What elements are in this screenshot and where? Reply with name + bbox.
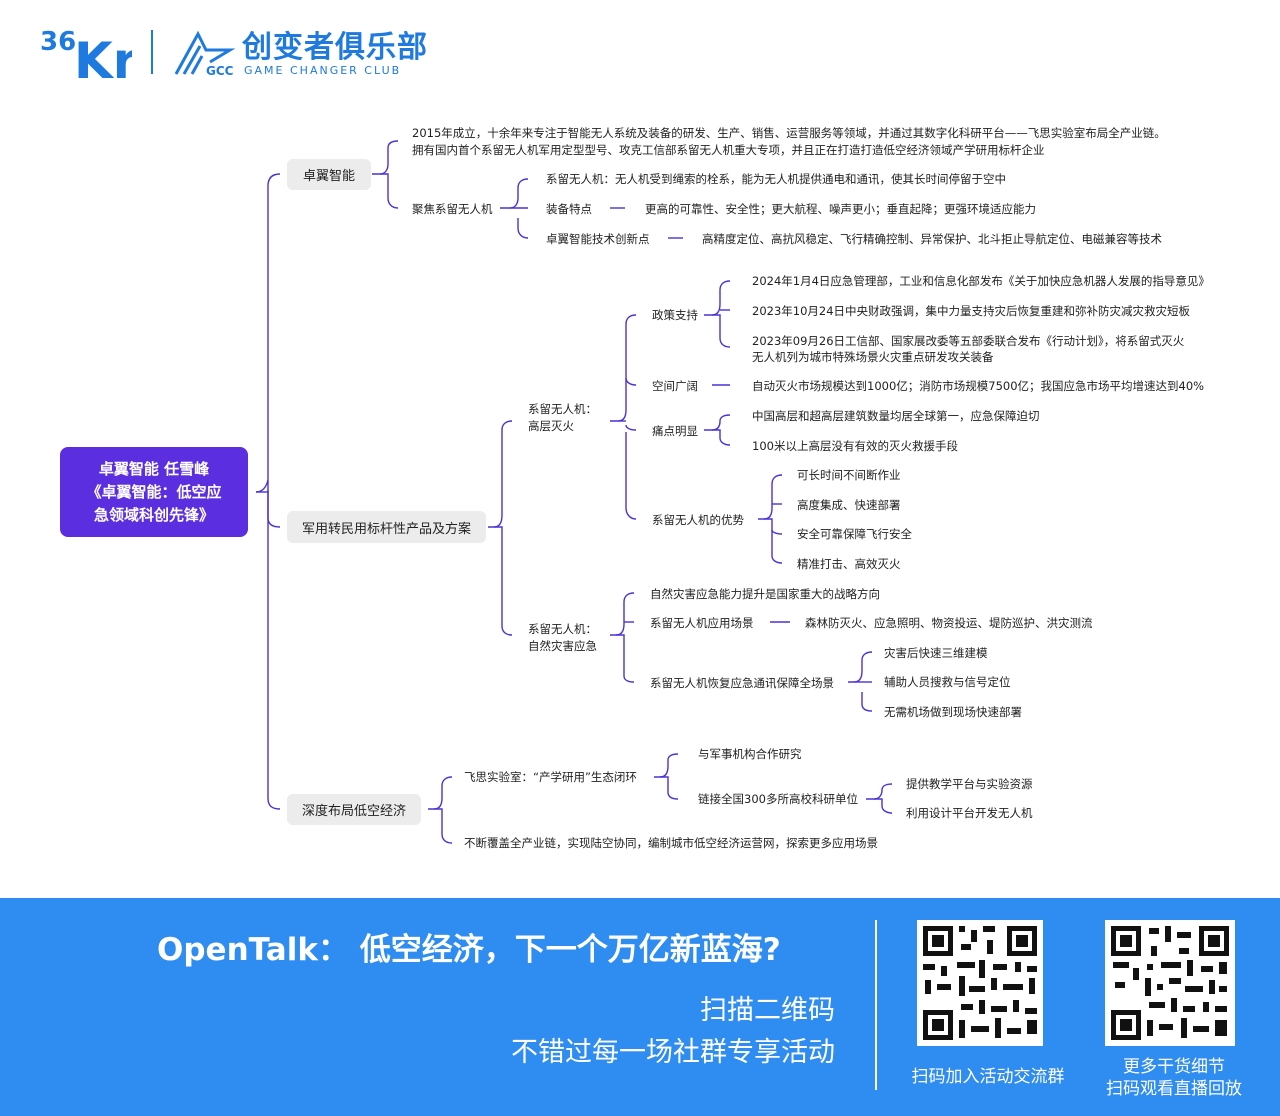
advantage-item-2: 高度集成、快速部署 [797, 498, 901, 512]
club-name-cn: 创变者俱乐部 [242, 30, 428, 65]
policy-node: 政策支持 [652, 308, 698, 322]
footer-divider [875, 920, 877, 1090]
qr1-caption: 扫码加入活动交流群 [911, 1067, 1065, 1087]
gcc-star-logo: GCC [174, 30, 236, 78]
footer-banner [0, 898, 1280, 1116]
feature-value: 更高的可靠性、安全性；更大航程、噪声更小；垂直起降；更强环境适应能力 [645, 202, 1036, 216]
svg-text:36: 36 [40, 27, 76, 57]
advantage-item-3: 安全可靠保障飞行安全 [797, 527, 912, 541]
coverage-node: 不断覆盖全产业链，实现陆空协同，编制城市低空经济运营网，探索更多应用场景 [464, 836, 878, 850]
qr2-caption-line1: 更多干货细节 [1123, 1057, 1225, 1077]
qr2-caption: 更多干货细节 扫码观看直播回放 [1088, 1056, 1260, 1100]
mindmap-connectors [255, 140, 893, 844]
policy-item-2: 2023年10月24日中央财政强调，集中力量支持灾后恢复重建和弥补防灾减灾救灾短… [752, 304, 1191, 318]
feature-label: 装备特点 [546, 202, 592, 216]
advantage-node: 系留无人机的优势 [652, 513, 744, 527]
36kr-logo: 36 Kr [40, 27, 132, 80]
club-name-en: GAME CHANGER CLUB [244, 64, 402, 77]
svg-text:Kr: Kr [74, 32, 132, 80]
disaster-item-1: 自然灾害应急能力提升是国家重大的战略方向 [650, 587, 880, 601]
footer-subtitle-1: 扫描二维码 [700, 995, 835, 1026]
pain-node: 痛点明显 [652, 424, 698, 438]
focus-definition: 系留无人机：无人机受到绳索的栓系，能为无人机提供通电和通讯，使其长时间停留于空中 [546, 172, 1006, 186]
lab-node: 飞思实验室：“产学研用”生态闭环 [464, 770, 637, 784]
restore-node: 系留无人机恢复应急通讯保障全场景 [650, 676, 834, 690]
pain-item-2: 100米以上高层没有有效的灭火救援手段 [752, 439, 958, 453]
scene-value: 森林防灭火、应急照明、物资投运、堤防巡护、洪灾测流 [805, 616, 1093, 630]
focus-node: 聚焦系留无人机 [412, 202, 493, 216]
advantage-item-4: 精准打击、高效灭火 [797, 557, 901, 571]
advantage-item-1: 可长时间不间断作业 [797, 468, 901, 482]
policy-item-3: 2023年09月26日工信部、国家展改委等五部委联合发布《行动计划》，将系留式灭… [752, 334, 1185, 364]
pain-item-1: 中国高层和超高层建筑数量均居全球第一，应急保障迫切 [752, 409, 1040, 423]
scene-node: 系留无人机应用场景 [650, 616, 754, 630]
lab-item-2: 链接全国300多所高校科研单位 [698, 792, 858, 806]
root-line2: 《卓翼智能：低空应 [86, 482, 222, 501]
svg-text:GCC: GCC [206, 64, 234, 78]
disaster-label-l2: 自然灾害应急 [528, 639, 597, 653]
fire-label-l1: 系留无人机： [528, 402, 597, 416]
intro-line2: 拥有国内首个系留无人机军用定型型号、攻克工信部系留无人机重大专项，并且正在打造打… [412, 143, 1045, 157]
policy-item-1: 2024年1月4日应急管理部，工业和信息化部发布《关于加快应急机器人发展的指导意… [752, 274, 1210, 288]
disaster-label-l1: 系留无人机： [528, 622, 597, 636]
qr-code-replay[interactable] [1105, 920, 1235, 1046]
uni-item-1: 提供教学平台与实验资源 [906, 777, 1033, 791]
qr-code-group[interactable] [917, 920, 1043, 1046]
space-value: 自动灭火市场规模达到1000亿；消防市场规模7500亿；我国应急市场平均增速达到… [752, 379, 1205, 393]
root-line3: 急领域科创先锋》 [93, 505, 214, 524]
footer-subtitle-2: 不错过每一场社群专享活动 [511, 1037, 835, 1068]
intro-line1: 2015年成立，十余年来专注于智能无人系统及装备的研发、生产、销售、运营服务等领… [412, 126, 1166, 140]
footer-title: OpenTalk： 低空经济，下一个万亿新蓝海? [157, 932, 781, 968]
innovation-label: 卓翼智能技术创新点 [546, 232, 650, 246]
restore-item-3: 无需机场做到现场快速部署 [884, 705, 1022, 719]
logo-separator [151, 30, 153, 74]
restore-item-1: 灾害后快速三维建模 [884, 646, 988, 660]
root-node: 卓翼智能 任雪峰 《卓翼智能：低空应 急领域科创先锋》 [60, 447, 248, 537]
fire-label-l2: 高层灭火 [528, 419, 574, 433]
branch-military-to-civil: 军用转民用标杆性产品及方案 [287, 511, 486, 543]
root-line1: 卓翼智能 任雪峰 [98, 459, 210, 478]
qr2-caption-line2: 扫码观看直播回放 [1106, 1079, 1242, 1099]
space-node: 空间广阔 [652, 379, 698, 393]
branch-low-altitude: 深度布局低空经济 [287, 794, 421, 825]
lab-item-1: 与军事机构合作研究 [698, 747, 802, 761]
restore-item-2: 辅助人员搜救与信号定位 [884, 675, 1011, 689]
branch-zhuoyi: 卓翼智能 [287, 159, 371, 190]
innovation-value: 高精度定位、高抗风稳定、飞行精确控制、异常保护、北斗拒止导航定位、电磁兼容等技术 [702, 232, 1162, 246]
uni-item-2: 利用设计平台开发无人机 [906, 806, 1033, 820]
